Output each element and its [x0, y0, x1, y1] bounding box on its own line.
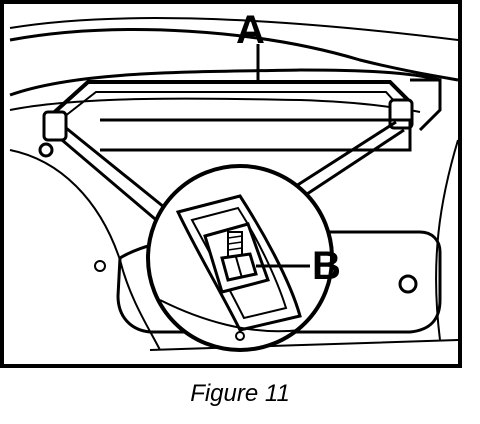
detail-rivet	[235, 331, 245, 341]
strut-bar	[46, 80, 414, 120]
detail-leader-right	[295, 120, 397, 188]
right-bracket	[410, 78, 442, 132]
left-fitting	[42, 110, 68, 142]
figure-border	[0, 0, 462, 368]
detail-edge	[159, 299, 301, 333]
detail-leader-left	[65, 126, 181, 222]
detail-leader-left-2	[61, 138, 169, 232]
left-mount-hole	[38, 142, 54, 158]
label-b: B	[312, 244, 341, 288]
lid-edge	[9, 68, 441, 97]
lid-under	[9, 97, 421, 113]
detail-leader-right-2	[303, 128, 405, 198]
body-side	[9, 149, 161, 351]
strut-bar-inner	[59, 91, 405, 121]
figure-caption: Figure 11	[190, 380, 290, 407]
plate-hole-right	[398, 274, 418, 294]
label-a: A	[236, 8, 265, 52]
bumper	[149, 339, 459, 351]
plate-hole-left	[94, 260, 106, 272]
body-upper-curve-2	[9, 17, 459, 41]
rear-panel	[100, 118, 412, 152]
body-upper-curve	[9, 28, 459, 82]
